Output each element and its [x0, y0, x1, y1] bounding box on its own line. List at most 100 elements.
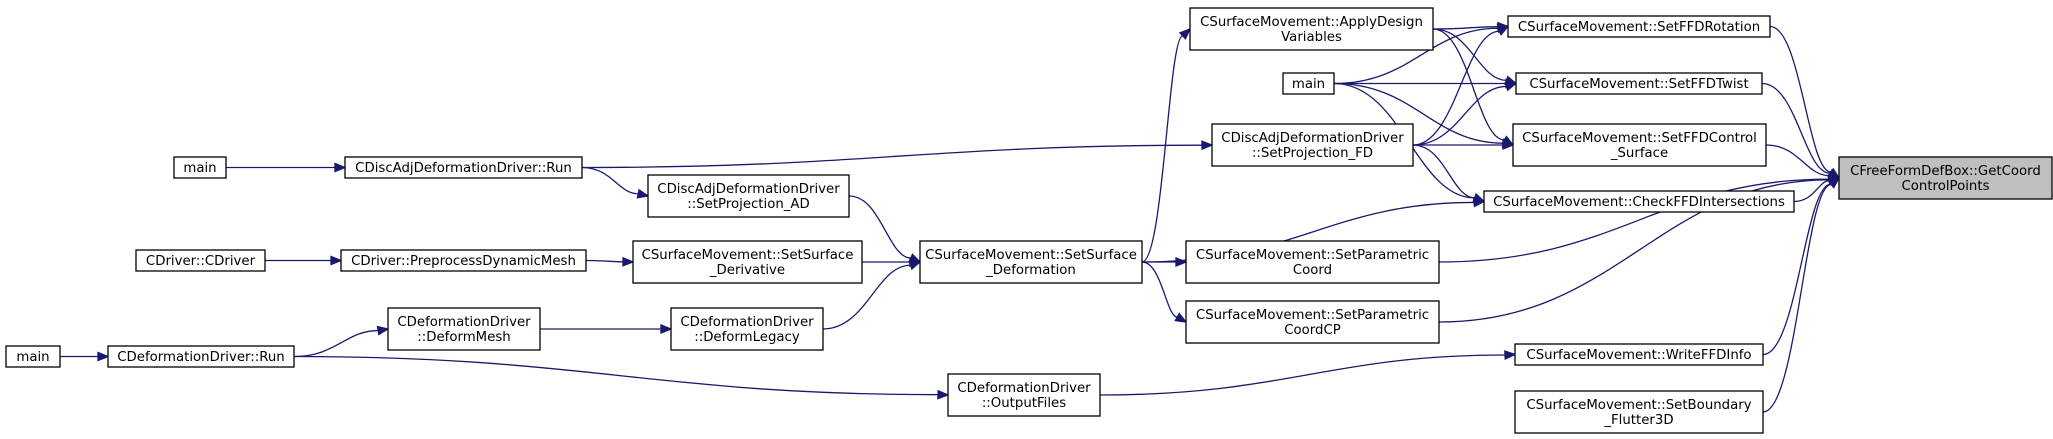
node-setsurfderiv[interactable]: CSurfaceMovement::SetSurface_Derivative	[632, 240, 863, 284]
edge-setprojfd-to-setffdtwist	[1412, 81, 1518, 146]
node-checkffd[interactable]: CSurfaceMovement::CheckFFDIntersections	[1483, 190, 1795, 213]
node-box	[1515, 72, 1763, 95]
node-box	[632, 240, 863, 284]
node-label: CDeformationDriver	[957, 381, 1091, 396]
node-label: CDiscAdjDeformationDriver	[1221, 131, 1404, 146]
node-label: ::DeformMesh	[417, 330, 510, 345]
node-label: _Flutter3D	[1603, 413, 1673, 428]
edge-setffdtwist-to-getcoord	[1761, 82, 1841, 179]
node-box	[1514, 343, 1764, 366]
edge-line	[1761, 82, 1831, 174]
node-label: main	[183, 161, 216, 176]
edge-deformrun-to-outputfiles	[293, 355, 950, 400]
edge-line	[1099, 354, 1506, 396]
node-box	[387, 307, 541, 351]
node-label: CSurfaceMovement::SetFFDControl	[1522, 131, 1757, 146]
node-preprocess[interactable]: CDriver::PreprocessDynamicMesh	[340, 249, 587, 272]
node-main-mid[interactable]: main	[173, 156, 227, 179]
edge-arrowhead	[1496, 25, 1510, 36]
node-box	[173, 156, 227, 179]
node-label: ::DeformLegacy	[694, 330, 800, 345]
node-label: ::SetProjection_AD	[687, 197, 810, 212]
node-setffdcontrol[interactable]: CSurfaceMovement::SetFFDControl_Surface	[1512, 123, 1767, 167]
edge-line	[1438, 179, 1830, 323]
node-box	[1211, 123, 1414, 167]
node-label: CSurfaceMovement::SetSurface	[642, 248, 854, 263]
node-label: ::OutputFiles	[982, 396, 1066, 411]
edges-layer	[60, 21, 1841, 413]
node-box	[1512, 123, 1767, 167]
node-box	[647, 174, 850, 218]
edge-line	[293, 355, 939, 396]
node-setprojfd[interactable]: CDiscAdjDeformationDriver::SetProjection…	[1211, 123, 1414, 167]
node-deformrun[interactable]: CDeformationDriver::Run	[107, 345, 295, 368]
node-label: CoordCP	[1284, 323, 1341, 338]
edge-discadjrun-to-setprojfd	[581, 140, 1214, 169]
edge-line	[1141, 35, 1184, 263]
node-label: _Deformation	[985, 263, 1076, 278]
node-label: CSurfaceMovement::SetParametric	[1196, 308, 1429, 323]
edge-line	[822, 264, 911, 330]
node-box	[340, 249, 587, 272]
edge-line	[1412, 144, 1475, 199]
node-main-bot[interactable]: main	[5, 345, 61, 368]
node-label: CDriver::CDriver	[146, 254, 256, 269]
edge-line	[1432, 28, 1507, 82]
node-label: _Derivative	[709, 263, 785, 278]
edge-setsurfdef-to-setparcoord	[1142, 257, 1188, 267]
edge-arrowhead	[1201, 140, 1214, 151]
node-setboundary[interactable]: CSurfaceMovement::SetBoundary_Flutter3D	[1514, 390, 1764, 434]
node-deformmesh[interactable]: CDeformationDriver::DeformMesh	[387, 307, 541, 351]
edge-line	[1432, 26, 1499, 30]
edge-line	[581, 144, 1203, 169]
node-cdriver[interactable]: CDriver::CDriver	[135, 249, 266, 272]
edge-main-bot-to-deformrun	[60, 351, 110, 362]
node-deformlegacy[interactable]: CDeformationDriver::DeformLegacy	[670, 307, 824, 351]
node-label: CSurfaceMovement::SetFFDTwist	[1529, 77, 1748, 92]
edge-line	[1793, 179, 1830, 203]
edge-line	[1765, 144, 1830, 177]
edge-line	[1432, 28, 1505, 141]
node-box	[1189, 7, 1434, 51]
edge-arrowhead	[1178, 27, 1192, 40]
edge-main-mid-to-discadjrun	[226, 162, 347, 173]
nodes-layer: CFreeFormDefBox::GetCoordControlPointsCS…	[5, 7, 2053, 434]
edge-setprojfd-to-setffdrotation	[1412, 25, 1510, 146]
node-box	[947, 373, 1101, 417]
edge-arrowhead	[330, 255, 343, 266]
node-label: CFreeFormDefBox::GetCoord	[1850, 164, 2041, 179]
node-box	[1514, 390, 1764, 434]
node-label: CDiscAdjDeformationDriver::Run	[355, 161, 572, 176]
node-box	[1185, 300, 1440, 344]
edge-arrowhead	[622, 256, 635, 267]
node-setprojad[interactable]: CDiscAdjDeformationDriver::SetProjection…	[647, 174, 850, 218]
edge-line	[1141, 261, 1178, 318]
edge-deformlegacy-to-setsurfdef	[822, 260, 922, 330]
node-box	[135, 249, 266, 272]
node-setsurfdef[interactable]: CSurfaceMovement::SetSurface_Deformation	[919, 240, 1143, 284]
edge-line	[293, 329, 379, 358]
node-label: CSurfaceMovement::WriteFFDInfo	[1526, 348, 1751, 363]
node-main-top[interactable]: main	[1282, 72, 1335, 95]
node-box	[1838, 156, 2053, 200]
node-label: _Surface	[1610, 146, 1668, 161]
node-label: CSurfaceMovement::ApplyDesign	[1200, 15, 1423, 30]
edge-setsurfdef-to-applydesign	[1141, 27, 1192, 263]
edge-line	[581, 166, 639, 195]
node-label: CDeformationDriver	[680, 315, 814, 330]
node-setffdrotation[interactable]: CSurfaceMovement::SetFFDRotation	[1507, 15, 1771, 38]
edge-setprojfd-to-checkffd	[1412, 144, 1486, 203]
node-box	[107, 345, 295, 368]
node-outputfiles[interactable]: CDeformationDriver::OutputFiles	[947, 373, 1101, 417]
node-setffdtwist[interactable]: CSurfaceMovement::SetFFDTwist	[1515, 72, 1763, 95]
node-label: main	[1292, 77, 1325, 92]
node-writeffd[interactable]: CSurfaceMovement::WriteFFDInfo	[1514, 343, 1764, 366]
edge-arrowhead	[1504, 350, 1517, 361]
node-discadjrun[interactable]: CDiscAdjDeformationDriver::Run	[344, 156, 583, 179]
node-label: CSurfaceMovement::SetParametric	[1196, 248, 1429, 263]
